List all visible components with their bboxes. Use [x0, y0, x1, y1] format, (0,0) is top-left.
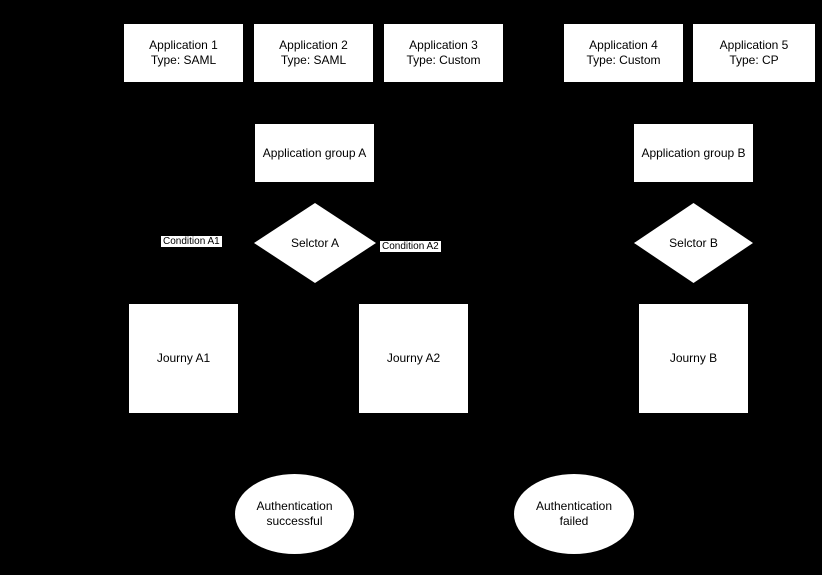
application-5-name: Application 5 [719, 38, 789, 52]
application-2-name: Application 2 [279, 38, 348, 52]
application-group-b-node[interactable]: Application group B [634, 124, 753, 182]
application-5-type: Type: CP [729, 53, 779, 67]
condition-a2-label[interactable]: Condition A2 [380, 241, 441, 252]
journey-b-node[interactable]: Journy B [639, 304, 748, 413]
authentication-successful-line1: Authentication [256, 499, 333, 513]
application-1-name: Application 1 [149, 38, 218, 52]
authentication-failed-node[interactable]: Authentication failed [514, 474, 634, 554]
application-3-type: Type: Custom [406, 53, 481, 67]
application-4-node[interactable]: Application 4 Type: Custom [564, 24, 683, 82]
journey-a2-label: Journy A2 [386, 351, 441, 365]
condition-a2-text: Condition A2 [382, 241, 439, 252]
selector-b-label: Selctor B [669, 236, 718, 250]
application-3-name: Application 3 [409, 38, 478, 52]
application-group-a-node[interactable]: Application group A [255, 124, 374, 182]
application-group-b-label: Application group B [641, 145, 746, 160]
application-2-type: Type: SAML [280, 53, 347, 67]
application-1-type: Type: SAML [150, 53, 217, 67]
authentication-failed-line2: failed [559, 514, 589, 528]
application-group-a-label: Application group A [262, 145, 367, 160]
condition-a1-label[interactable]: Condition A1 [161, 236, 222, 247]
application-5-node[interactable]: Application 5 Type: CP [693, 24, 815, 82]
authentication-successful-line2: successful [266, 514, 323, 528]
selector-a-label: Selctor A [290, 236, 340, 250]
journey-a1-label: Journy A1 [156, 351, 211, 365]
authentication-successful-node[interactable]: Authentication successful [235, 474, 354, 554]
journey-a2-node[interactable]: Journy A2 [359, 304, 468, 413]
journey-b-label: Journy B [669, 351, 718, 365]
application-2-node[interactable]: Application 2 Type: SAML [254, 24, 373, 82]
selector-a-diamond[interactable]: Selctor A [254, 203, 376, 283]
application-3-node[interactable]: Application 3 Type: Custom [384, 24, 503, 82]
selector-b-diamond[interactable]: Selctor B [634, 203, 753, 283]
application-1-node[interactable]: Application 1 Type: SAML [124, 24, 243, 82]
authentication-failed-line1: Authentication [535, 499, 613, 513]
application-4-type: Type: Custom [586, 53, 661, 67]
application-4-name: Application 4 [589, 38, 658, 52]
condition-a1-text: Condition A1 [163, 236, 220, 247]
journey-a1-node[interactable]: Journy A1 [129, 304, 238, 413]
